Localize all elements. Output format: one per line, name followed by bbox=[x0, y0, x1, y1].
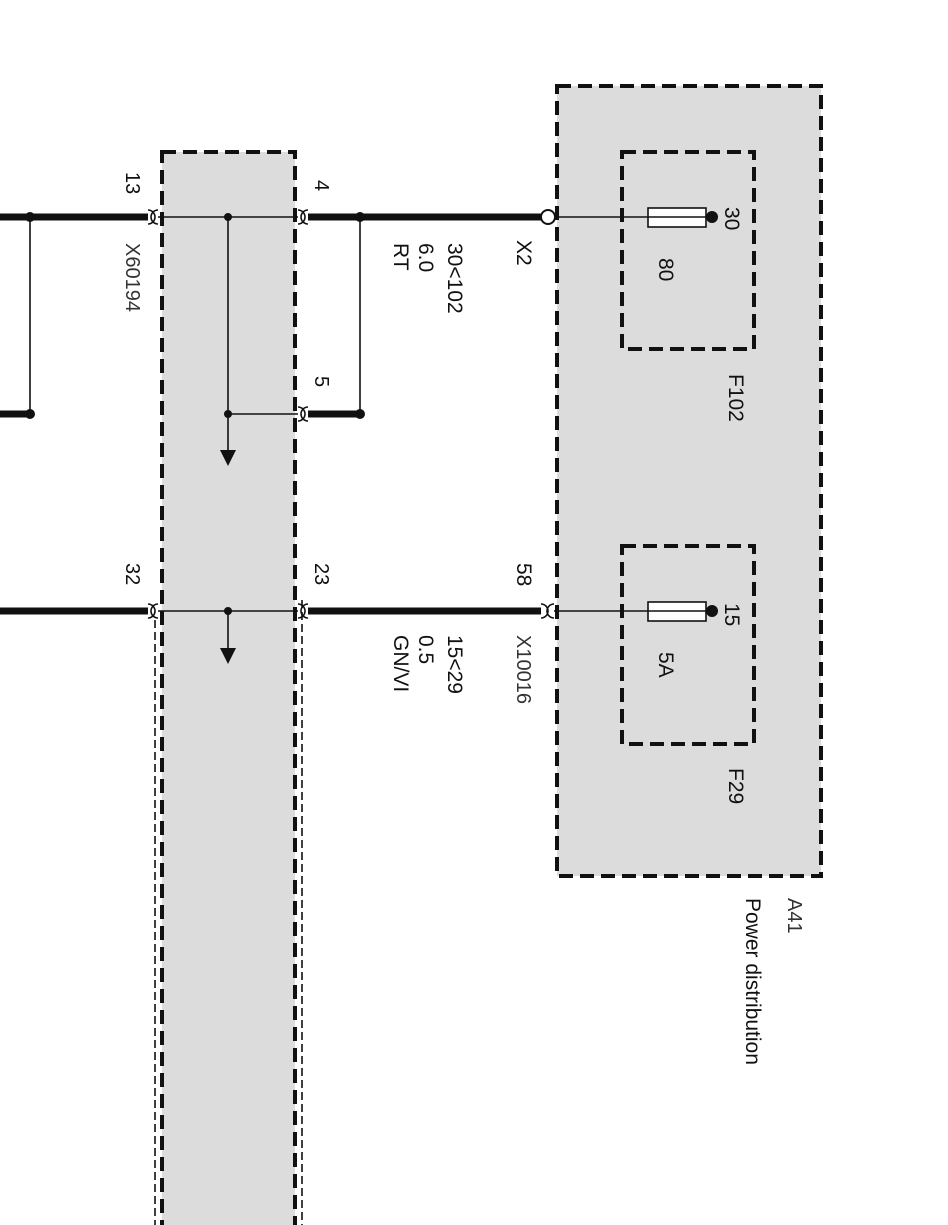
module-terminal-x2 bbox=[540, 209, 556, 225]
module-terminal-58 bbox=[540, 603, 549, 619]
module-id: A41 bbox=[783, 898, 805, 934]
fuse-f102-box bbox=[620, 150, 756, 351]
module-connector-x10016: X10016 bbox=[512, 635, 534, 704]
connector-pin-5 bbox=[297, 406, 306, 422]
splice-dot bbox=[224, 213, 232, 221]
wire1-circuit: 30<102 bbox=[443, 243, 466, 314]
splice-dot bbox=[25, 212, 35, 222]
connector-pin-4 bbox=[297, 209, 306, 225]
fuse-f29-id: F29 bbox=[724, 768, 747, 804]
wire2-circuit: 15<29 bbox=[443, 635, 466, 694]
pin-label-32: 32 bbox=[121, 563, 143, 585]
pin-label-4: 4 bbox=[310, 180, 332, 191]
connector-id-x60194: X60194 bbox=[121, 243, 143, 312]
fuse-f102-terminal: 30 bbox=[720, 207, 743, 230]
module-pin-x2: X2 bbox=[512, 240, 535, 266]
arrow-down-icon bbox=[220, 450, 236, 466]
module-name: Power distribution bbox=[741, 898, 764, 1065]
fuse-f29-terminal-dot bbox=[706, 605, 718, 617]
wire2-size: 0.5 bbox=[414, 635, 437, 664]
splice-dot bbox=[355, 212, 365, 222]
connector-pin-13-cup bbox=[150, 209, 159, 225]
module-pin-58: 58 bbox=[512, 563, 535, 586]
fuse-f29-terminal: 15 bbox=[720, 603, 743, 626]
arrow-down-icon bbox=[220, 648, 236, 664]
fuse-f102-id: F102 bbox=[724, 374, 747, 422]
fuse-f29-box bbox=[620, 544, 756, 746]
fuse-f29-rating: 5A bbox=[654, 652, 677, 678]
fuse-f102-terminal-dot bbox=[706, 211, 718, 223]
pin-label-23: 23 bbox=[310, 563, 332, 585]
connector-pin-32-cup bbox=[150, 603, 159, 619]
connector-pin-13 bbox=[147, 209, 156, 225]
wire1-color: RT bbox=[389, 243, 412, 271]
fuse-f102-rating: 80 bbox=[654, 258, 677, 281]
wire1-size: 6.0 bbox=[414, 243, 437, 272]
wire2-color: GN/VI bbox=[389, 635, 412, 692]
module-terminal-58-cup bbox=[546, 603, 555, 619]
splice-dot bbox=[224, 607, 232, 615]
splice-dot bbox=[224, 410, 232, 418]
connector-pin-5-cup bbox=[300, 406, 309, 422]
connector-pin-23-cup bbox=[300, 603, 309, 619]
splice-dot bbox=[25, 409, 35, 419]
connector-pin-32 bbox=[147, 603, 156, 619]
pin-label-13: 13 bbox=[121, 172, 143, 194]
connector-pin-23 bbox=[297, 603, 306, 619]
pin-label-5: 5 bbox=[310, 376, 332, 387]
splice-dot bbox=[355, 409, 365, 419]
connector-pin-4-cup bbox=[300, 209, 309, 225]
